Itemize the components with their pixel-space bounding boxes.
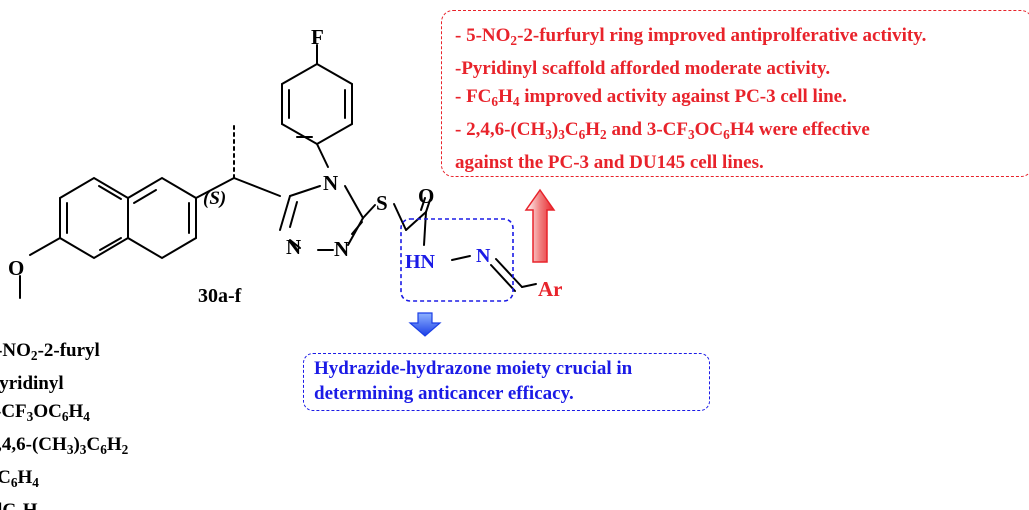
bond [521,283,537,288]
sar-note-line: - 5-NO2-2-furfuryl ring improved antipro… [455,25,927,48]
double-bond [99,237,122,251]
ar-substituent-item: a: 5-NO2-2-furyl [0,340,100,363]
ether-o-label: O [8,256,24,280]
bond [289,239,301,249]
bond [423,211,427,246]
carbonyl-o-label: O [418,184,434,208]
bond [393,203,407,231]
sar-note-line: - FC6H4 improved activity against PC-3 c… [455,85,847,109]
carbonyl-bond [425,199,431,213]
bond [362,204,376,219]
ar-substituent-item: f: ClC6H4 [0,497,200,510]
hydrazone-double-bond [490,264,516,292]
down-arrow-icon [408,312,442,337]
sar-notes-box: - 5-NO2-2-furfuryl ring improved antipro… [441,10,1029,177]
moiety-note-box: Hydrazide-hydrazone moiety crucial in de… [303,353,710,411]
moiety-highlight-box [400,218,514,302]
stereo-label: (S) [203,188,226,209]
bond [344,185,364,219]
triazole-n-label: N [286,235,301,259]
bond [405,211,427,231]
double-bond [351,221,363,235]
double-bond [98,185,122,200]
bond [316,143,329,168]
bond [279,195,291,231]
up-arrow-icon [524,188,556,263]
sulfur-label: S [376,191,388,215]
bond [289,185,321,197]
bond [29,237,61,256]
triazole-n-label: N [334,237,349,261]
triazole-n-label: N [323,171,338,195]
bond [451,255,471,261]
hydrazone-n-label: N [476,245,491,267]
sar-note-line: -Pyridinyl scaffold afforded moderate ac… [455,57,831,79]
double-bond [289,201,298,228]
naphthalene-ring-left [59,176,129,260]
moiety-note-line: determining anticancer efficacy. [314,383,574,404]
fluorophenyl-ring [281,62,353,146]
double-bond [133,189,157,204]
fluorine-label: F [311,25,324,49]
naphthalene-ring-right [127,176,197,260]
ar-substituent-item: e: FC6H4 [0,466,39,490]
compound-id-label: 30a-f [198,285,242,307]
sar-note-line: against the PC-3 and DU145 cell lines. [455,151,764,173]
sar-note-line: - 2,4,6-(CH3)3C6H2 and 3-CF3OC6H4 were e… [455,118,870,142]
hydrazone-double-bond [495,258,523,288]
hydrazide-hn-label: HN [405,251,436,273]
ar-substituent-item: d: 2,4,6-(CH3)3C6H2 [0,433,129,457]
bond [195,177,235,199]
carbonyl-bond [420,197,426,211]
bond [233,177,281,197]
moiety-note-line: Hydrazide-hydrazone moiety crucial in [314,358,633,379]
aryl-label: Ar [538,277,563,301]
ar-substituent-list: a: 5-NO2-2-furyl b: Pyridinyl c: 3-CF3OC6H… [0,337,200,510]
ar-substituent-item: c: 3-CF3OC6H4 [0,400,90,424]
ar-substituent-item: b: Pyridinyl [0,372,64,394]
